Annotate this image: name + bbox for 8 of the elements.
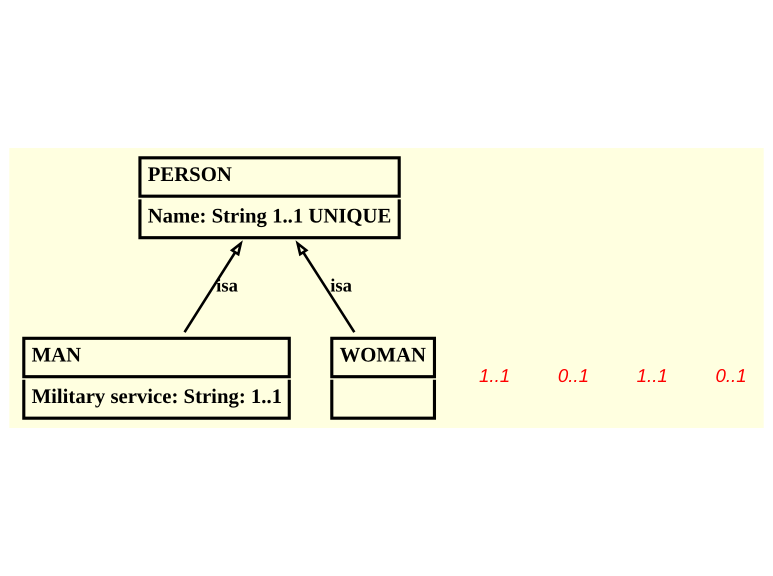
label: 1..1 [479,364,510,386]
label: 1..1 [636,364,668,386]
edge-label: isa [330,276,352,297]
arrow [183,240,243,333]
arrow [296,240,356,333]
label: 0..1 [558,364,589,386]
edge-label: isa [216,276,238,297]
label: 0..1 [716,364,747,386]
